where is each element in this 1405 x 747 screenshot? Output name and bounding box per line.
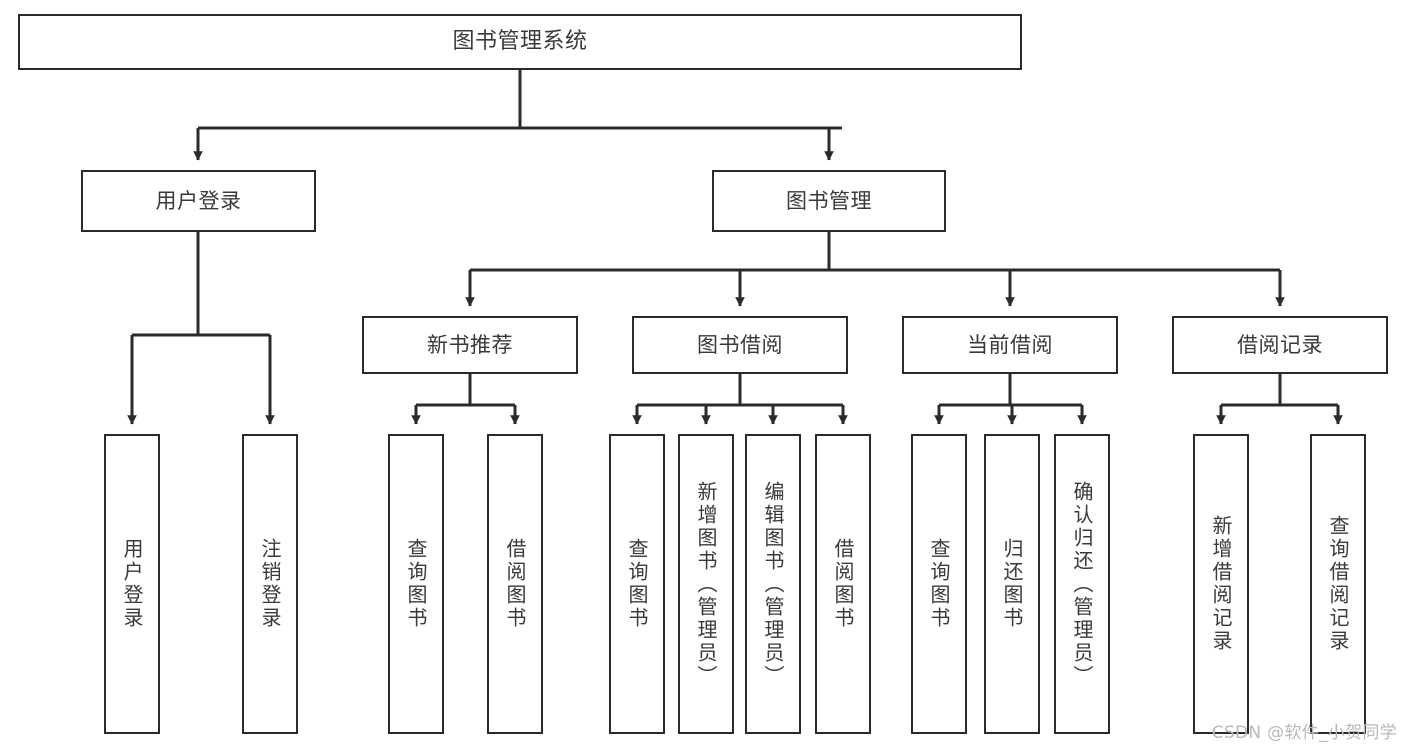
node-leaf-add-record[interactable]: 新增借阅记录 — [1193, 434, 1249, 734]
node-new-book-rec[interactable]: 新书推荐 — [362, 316, 578, 374]
node-leaf-user-logout-label: 注销登录 — [258, 538, 282, 630]
node-leaf-borrow-book-2-label: 借阅图书 — [831, 538, 855, 630]
node-user-login-label: 用户登录 — [155, 188, 242, 213]
node-leaf-borrow-book-1-label: 借阅图书 — [503, 538, 527, 630]
node-leaf-query-book-2[interactable]: 查询图书 — [609, 434, 665, 734]
node-new-book-rec-label: 新书推荐 — [427, 332, 513, 357]
node-current-borrow-label: 当前借阅 — [967, 332, 1053, 357]
node-leaf-user-login-label: 用户登录 — [120, 538, 144, 630]
node-leaf-add-book[interactable]: 新增图书（管理员） — [678, 434, 734, 734]
node-leaf-user-logout[interactable]: 注销登录 — [242, 434, 298, 734]
node-leaf-borrow-book-2[interactable]: 借阅图书 — [815, 434, 871, 734]
node-root[interactable]: 图书管理系统 — [18, 14, 1022, 70]
node-book-manage-label: 图书管理 — [786, 188, 872, 213]
node-leaf-query-book-1-label: 查询图书 — [404, 538, 428, 630]
node-leaf-confirm-return[interactable]: 确认归还（管理员） — [1054, 434, 1110, 734]
node-leaf-query-book-3-label: 查询图书 — [927, 538, 951, 630]
node-leaf-query-record[interactable]: 查询借阅记录 — [1310, 434, 1366, 734]
node-leaf-borrow-book-1[interactable]: 借阅图书 — [487, 434, 543, 734]
node-root-label: 图书管理系统 — [452, 29, 588, 55]
node-leaf-return-book[interactable]: 归还图书 — [984, 434, 1040, 734]
node-leaf-confirm-return-label: 确认归还（管理员） — [1070, 480, 1094, 688]
node-leaf-query-book-1[interactable]: 查询图书 — [388, 434, 444, 734]
node-leaf-query-record-label: 查询借阅记录 — [1326, 515, 1350, 653]
node-book-borrow-label: 图书借阅 — [697, 332, 783, 357]
node-leaf-user-login[interactable]: 用户登录 — [104, 434, 160, 734]
node-borrow-record[interactable]: 借阅记录 — [1172, 316, 1388, 374]
node-leaf-edit-book[interactable]: 编辑图书（管理员） — [745, 434, 801, 734]
node-current-borrow[interactable]: 当前借阅 — [902, 316, 1118, 374]
node-leaf-edit-book-label: 编辑图书（管理员） — [761, 480, 785, 688]
node-leaf-query-book-2-label: 查询图书 — [625, 538, 649, 630]
node-leaf-add-book-label: 新增图书（管理员） — [694, 480, 718, 688]
node-user-login[interactable]: 用户登录 — [81, 170, 316, 232]
node-leaf-return-book-label: 归还图书 — [1000, 538, 1024, 630]
node-book-manage[interactable]: 图书管理 — [712, 170, 946, 232]
node-book-borrow[interactable]: 图书借阅 — [632, 316, 848, 374]
node-borrow-record-label: 借阅记录 — [1237, 332, 1323, 357]
node-leaf-query-book-3[interactable]: 查询图书 — [911, 434, 967, 734]
node-leaf-add-record-label: 新增借阅记录 — [1209, 515, 1233, 653]
